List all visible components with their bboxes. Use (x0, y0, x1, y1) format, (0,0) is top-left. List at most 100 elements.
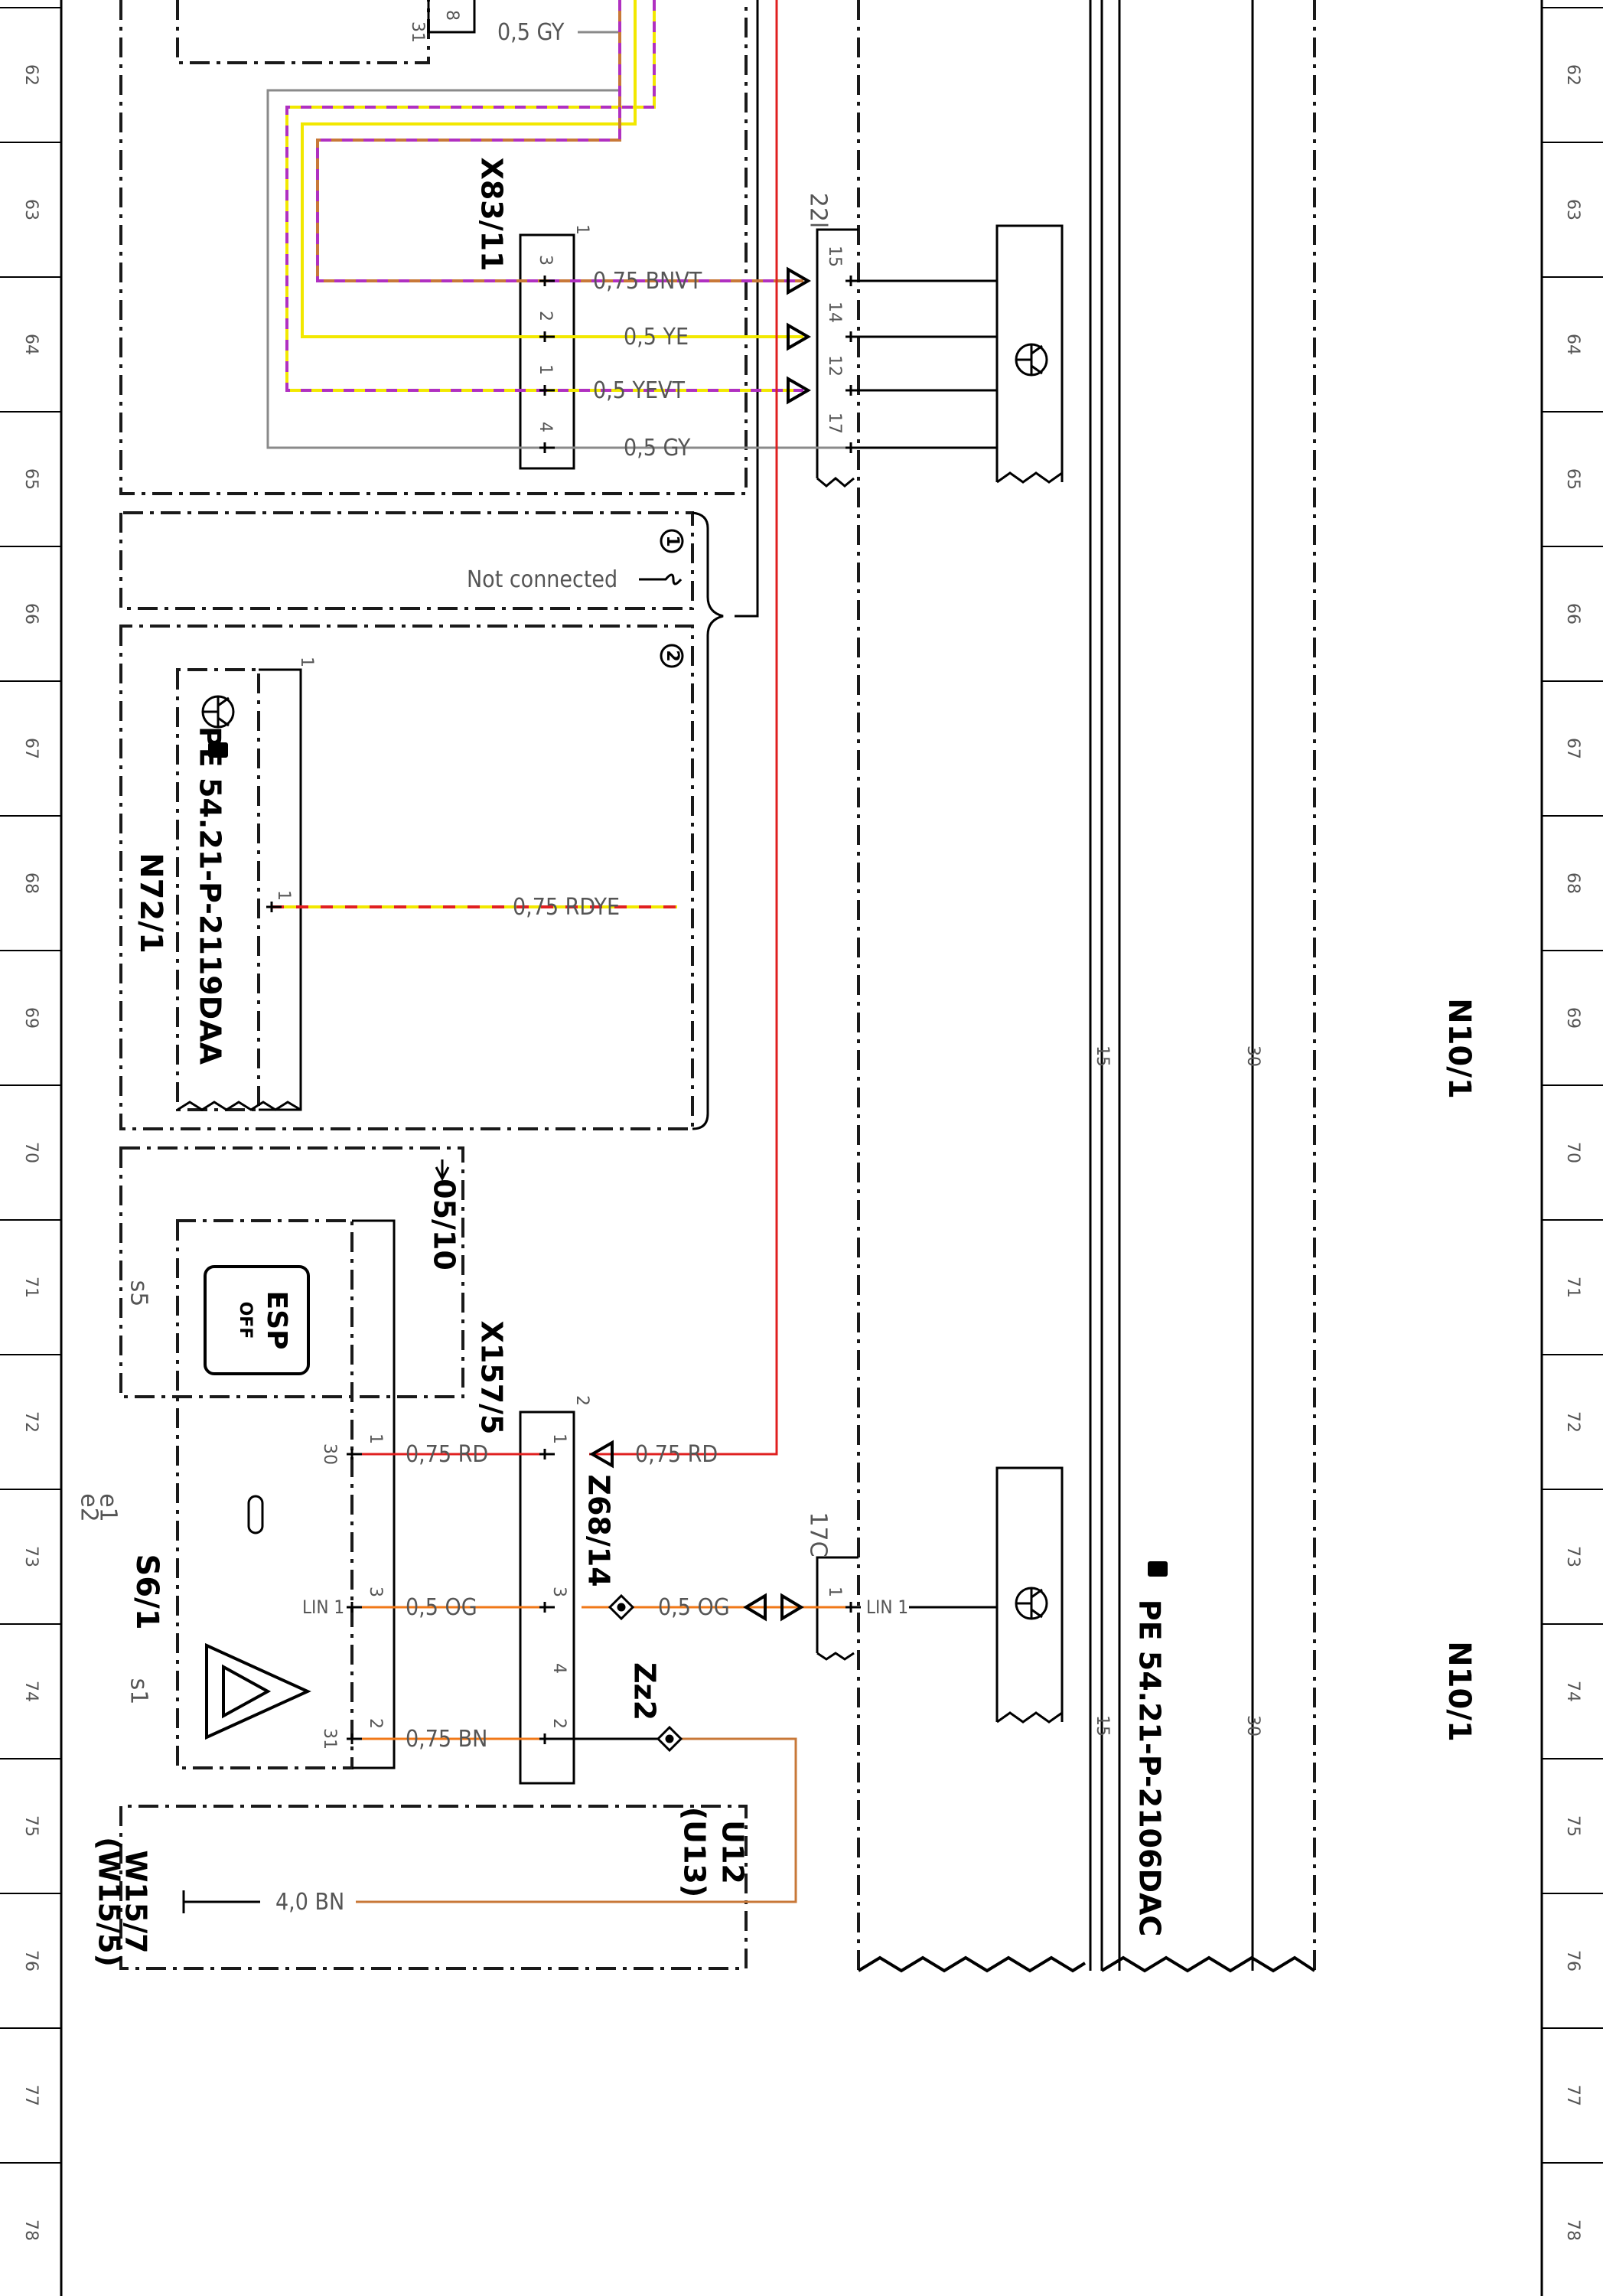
pin-x157-2: 2 (549, 1718, 569, 1729)
x157-5-label: X157/5 (475, 1321, 509, 1435)
s6-1-side-bar (352, 1219, 396, 1769)
x157-5-connector (519, 1411, 575, 1785)
option-brace-link (735, 0, 759, 618)
ruler-ticks (0, 7, 1603, 2164)
pin-s6-2: 2 (366, 1718, 385, 1729)
pe-2106-label: PE 54.21-P-2106DAC (1133, 1600, 1167, 1937)
pin-s6-3: 3 (366, 1587, 385, 1597)
pin-17c-1: 1 (825, 1587, 844, 1597)
ruler-number: 63 (1563, 199, 1582, 220)
ruler-number: 72 (21, 1411, 41, 1433)
pin-8-top: 8 (442, 10, 461, 21)
z68-14-label: Z68/14 (582, 1474, 616, 1587)
label-wire-bn4: 4,0 BN (275, 1889, 344, 1916)
n72-zigzag (177, 1101, 301, 1111)
signal-arrows (588, 266, 812, 1622)
pin-31-top: 31 (408, 21, 427, 43)
ref-0510-label: 05/10 (428, 1179, 461, 1270)
squiggle-icon (639, 573, 683, 585)
ruler-number: 74 (1563, 1681, 1582, 1702)
ruler-number: 78 (21, 2219, 41, 2241)
pe-2119-label: PE 54.21-P-2119DAA (194, 726, 227, 1065)
pin-x83-4: 4 (536, 422, 555, 432)
n72-1-side-bar (259, 668, 302, 1111)
wire-gy-loop (266, 31, 621, 449)
hazard-triangle-icon (205, 1642, 311, 1740)
ruler-number: 75 (1563, 1815, 1582, 1837)
n72-1-label: N72/1 (133, 853, 168, 954)
connector-17c-label: 17C (805, 1512, 832, 1557)
ruler-number: 65 (21, 468, 41, 490)
bus-lines (1089, 0, 1254, 1971)
ruler-number: 77 (1563, 2085, 1582, 2106)
option-markers (660, 529, 684, 668)
label-wire-og-right: 0,5 OG (658, 1594, 730, 1621)
pin-x157-4: 4 (549, 1663, 569, 1674)
pin-x83-3: 3 (536, 255, 555, 266)
manual-reference-icons (208, 742, 1168, 1577)
pin-n72-1: 1 (274, 890, 293, 901)
ruler-number: 68 (1563, 872, 1582, 894)
wire-bnvt (316, 0, 803, 282)
ruler-number: 71 (21, 1277, 41, 1298)
label-lin1-right: LIN 1 (866, 1596, 908, 1618)
lamp-icon (247, 1495, 264, 1534)
label-wire-og-left: 0,5 OG (406, 1594, 477, 1621)
ruler-number: 76 (21, 1950, 41, 1971)
wire-rd (589, 0, 778, 1456)
pin-s6-30: 30 (320, 1443, 339, 1465)
page-rulers (60, 0, 1543, 2296)
label-wire-bn: 0,75 BN (406, 1726, 487, 1753)
ruler-number: 77 (21, 2085, 41, 2106)
ruler-number: 65 (1563, 468, 1582, 490)
bus-30-label: 30 (1243, 1045, 1263, 1067)
wire-ye (301, 0, 803, 338)
x83-11-connector (519, 233, 575, 470)
splice-diamonds (608, 1593, 683, 1753)
s6-1-label: S6/1 (129, 1554, 165, 1629)
option-2-label: 2 (663, 650, 682, 661)
ruler-number: 70 (1563, 1142, 1582, 1163)
ruler-number: 69 (1563, 1007, 1582, 1029)
ruler-number: 70 (21, 1142, 41, 1163)
reference-arrow-icon (435, 1159, 450, 1182)
pin-x157-1: 1 (549, 1433, 569, 1444)
pin-22l-15: 15 (825, 246, 844, 267)
option-1-label: 1 (663, 535, 682, 546)
wire-yevt (285, 0, 803, 392)
pin-markers (266, 276, 861, 1744)
ruler-number: 74 (21, 1681, 41, 1702)
pin-s6-1: 1 (366, 1433, 385, 1444)
label-wire-yevt: 0,5 YEVT (593, 377, 685, 404)
connector-17c (816, 1556, 859, 1661)
ruler-number: 73 (1563, 1546, 1582, 1567)
pin-22l-14: 14 (825, 302, 844, 323)
ruler-number: 78 (1563, 2219, 1582, 2241)
pin-22l-17: 17 (825, 413, 844, 434)
pin-x157-3: 3 (549, 1587, 569, 1597)
ruler-number: 72 (1563, 1411, 1582, 1433)
connector-22l-label: 22l (805, 193, 832, 229)
bus-15-label-bottom: 15 (1093, 1715, 1112, 1737)
pin-x83-header: 1 (572, 224, 591, 235)
n10-1-label-bottom: N10/1 (1442, 1641, 1477, 1742)
ruler-number: 62 (1563, 64, 1582, 86)
s5-label: s5 (125, 1280, 152, 1307)
option-brace (692, 511, 724, 1130)
ruler-number: 64 (1563, 334, 1582, 355)
label-wire-rd-right: 0,75 RD (635, 1441, 718, 1468)
e1-label: e1 (95, 1493, 122, 1522)
ruler-number: 71 (1563, 1277, 1582, 1298)
connector-22l (816, 228, 859, 488)
n10-zigzag (857, 1955, 1316, 1973)
u13-label: (U13) (678, 1807, 712, 1897)
label-wire-gy-top: 0,5 GY (497, 19, 565, 46)
bus-30-label-bottom: 30 (1243, 1715, 1263, 1737)
transistor-icon (201, 343, 1048, 1620)
ruler-number: 75 (21, 1815, 41, 1837)
ruler-number: 67 (21, 738, 41, 759)
ruler-number: 67 (1563, 738, 1582, 759)
label-wire-rd-left: 0,75 RD (406, 1441, 488, 1468)
